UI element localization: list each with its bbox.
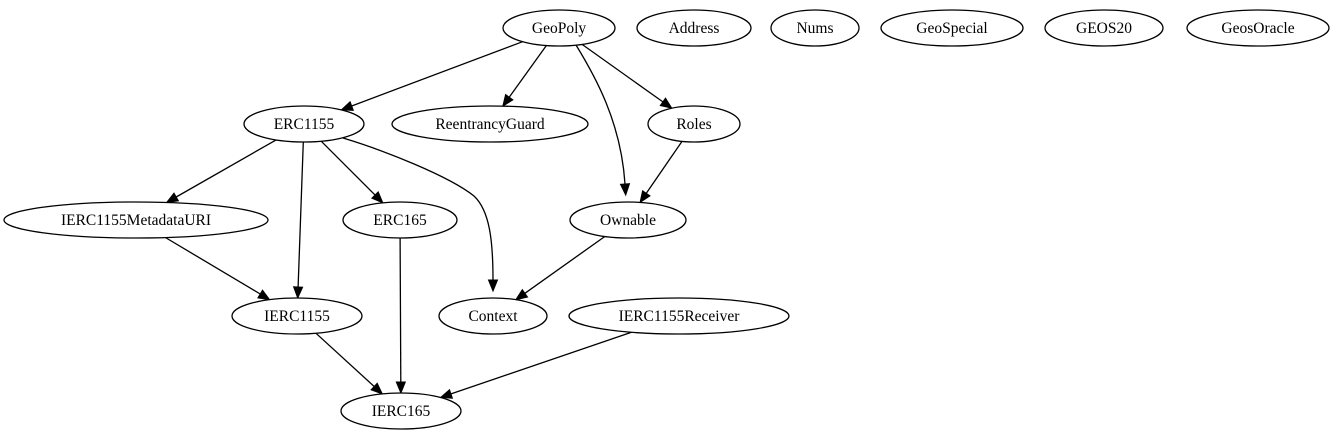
edge-line [351,41,523,107]
edges-layer [165,41,683,399]
node-label: IERC1155MetadataURI [61,212,211,229]
node-erc1155: ERC1155 [243,105,365,143]
node-nums: Nums [770,9,860,47]
node-label: GeoSpecial [916,20,987,37]
node-ellipse [647,105,741,143]
edge-line [165,236,261,295]
edge-erc1155-to-context [342,137,499,293]
edge-geo-poly-to-roles [581,43,673,109]
node-label: Context [468,308,518,325]
edge-ierc1155-metadata-uri-to-ierc1155 [165,236,271,301]
node-geo-poly: GeoPoly [502,9,616,47]
arrowhead [371,191,384,204]
node-ellipse [243,105,365,143]
edge-line [320,140,376,196]
edge-line [575,44,626,185]
node-ellipse [568,297,790,335]
node-reentrancy-guard: ReentrancyGuard [391,105,589,143]
node-address: Address [636,9,752,47]
node-label: Address [669,20,720,37]
edge-line [175,139,277,198]
node-ellipse [231,297,363,335]
edge-ierc1155-receiver-to-ierc165 [439,331,632,399]
edge-line [645,141,683,194]
node-ierc1155-receiver: IERC1155Receiver [568,297,790,335]
edge-geo-poly-to-ownable [575,44,631,197]
node-label: Nums [796,20,833,37]
edge-line [315,332,375,387]
edge-geo-poly-to-erc1155 [340,41,523,111]
node-ellipse [342,201,458,239]
arrowhead [502,93,514,108]
node-roles: Roles [647,105,741,143]
node-ierc165: IERC165 [340,392,462,430]
node-ellipse [880,9,1024,47]
arrowhead [639,189,651,204]
arrowhead [395,381,407,395]
edge-line [508,45,547,98]
arrowhead [165,192,180,204]
edge-line [450,331,632,395]
node-erc165: ERC165 [342,201,458,239]
arrowhead [370,382,384,395]
node-ierc1155: IERC1155 [231,297,363,335]
node-label: GeosOracle [1221,20,1294,37]
arrowhead [292,286,304,300]
edge-geo-poly-to-reentrancy-guard [502,45,547,108]
edge-erc1155-to-ierc1155 [292,141,304,300]
edge-line [297,141,304,288]
node-ellipse [636,9,752,47]
nodes-layer: GeoPoly Address Nums GeoSpecial GEOS20 GeosOr… [3,9,1330,430]
node-label: Roles [676,116,711,133]
edge-ierc1155-to-ierc165 [315,332,384,395]
arrowhead [619,183,631,197]
node-ellipse [502,9,616,47]
node-label: IERC1155 [264,308,330,325]
node-label: ReentrancyGuard [435,116,545,133]
node-context: Context [438,297,548,335]
node-label: ERC1155 [274,116,335,133]
node-ownable: Ownable [569,201,687,239]
arrowhead [439,388,454,399]
node-ellipse [770,9,860,47]
node-label: IERC165 [372,403,431,420]
node-label: GEOS20 [1076,20,1132,37]
node-geo-special: GeoSpecial [880,9,1024,47]
edge-erc165-to-ierc165 [395,237,407,395]
node-ellipse [340,392,462,430]
edge-erc1155-to-erc165 [320,140,384,204]
arrowhead [659,97,673,109]
node-ellipse [569,201,687,239]
node-ellipse [391,105,589,143]
edge-line [581,43,664,103]
node-ierc1155-metadata-uri: IERC1155MetadataURI [3,201,269,239]
node-ellipse [1186,9,1330,47]
node-label: Ownable [600,212,656,229]
arrowhead [340,100,355,111]
node-ellipse [3,201,269,239]
node-ellipse [438,297,548,335]
node-label: GeoPoly [532,20,587,37]
arrowhead [487,279,499,293]
edge-ownable-to-context [514,235,606,301]
node-label: ERC165 [373,212,427,229]
arrowhead [257,289,271,301]
edge-line [524,235,606,294]
edge-line [342,137,494,281]
node-label: IERC1155Receiver [619,308,741,325]
node-geos20: GEOS20 [1044,9,1164,47]
arrowhead [514,288,529,301]
node-ellipse [1044,9,1164,47]
edge-roles-to-ownable [639,141,683,204]
node-geos-oracle: GeosOracle [1186,9,1330,47]
edge-erc1155-to-ierc1155-metadata-uri [165,139,277,204]
edge-line [399,237,402,383]
